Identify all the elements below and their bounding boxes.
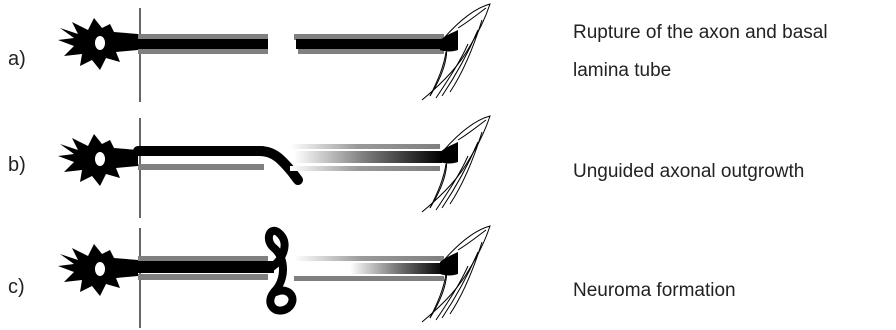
basal-lamina-distal-top: [290, 144, 440, 149]
caption-c-line1: Neuroma formation: [573, 272, 736, 310]
axon-distal: [296, 39, 444, 49]
nucleus-icon: [95, 262, 105, 276]
caption-a-line1: Rupture of the axon and basal: [573, 14, 828, 52]
diagram-c: [50, 220, 500, 330]
caption-b: Unguided axonal outgrowth: [573, 153, 804, 191]
muscle-icon: [422, 116, 490, 212]
neuroma: [269, 231, 293, 311]
basal-lamina-distal-bottom: [294, 276, 444, 281]
caption-a-line2: lamina tube: [573, 52, 828, 90]
panel-label-c: c): [8, 276, 25, 299]
neuron-cell-body: [58, 18, 138, 70]
panel-a: a) Rupture of the axon and basal lamina …: [0, 0, 896, 105]
panel-b: b) Unguided axonal outgrowth: [0, 110, 896, 215]
nucleus-icon: [95, 36, 105, 50]
axon-proximal: [138, 39, 268, 49]
panel-label-a: a): [8, 48, 26, 71]
neuron-cell-body: [58, 134, 138, 186]
neuron-cell-body: [58, 244, 138, 296]
panel-label-b: b): [8, 154, 26, 177]
axon-distal-remnant: [350, 263, 444, 274]
diagram-a: [50, 0, 500, 110]
panel-c: c) Neuroma formation: [0, 220, 896, 325]
axon-proximal: [138, 261, 274, 273]
basal-lamina-bottom: [138, 274, 268, 280]
neuromuscular-junction: [440, 252, 458, 276]
caption-a: Rupture of the axon and basal lamina tub…: [573, 14, 828, 90]
caption-b-line1: Unguided axonal outgrowth: [573, 153, 804, 191]
diagram-b: [50, 110, 500, 220]
basal-lamina-bottom: [138, 164, 264, 170]
nucleus-icon: [95, 152, 105, 166]
basal-lamina-distal-top: [294, 256, 444, 261]
basal-lamina-distal-bottom: [290, 166, 440, 171]
axon-distal-degenerating: [294, 151, 442, 163]
caption-c: Neuroma formation: [573, 272, 736, 310]
